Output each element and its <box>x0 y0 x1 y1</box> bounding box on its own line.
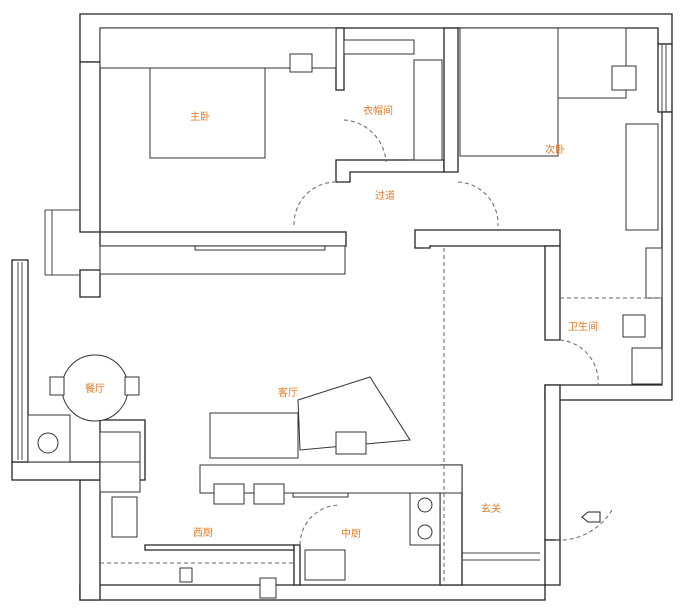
windows <box>17 44 667 561</box>
sofa-section <box>297 376 411 451</box>
entrance-arrow-icon <box>581 511 601 523</box>
walls <box>11 13 673 601</box>
room-label-chinese-kitchen: 中厨 <box>341 529 361 540</box>
door-swings <box>100 119 662 585</box>
room-label-walk-in-closet: 衣帽间 <box>363 106 393 117</box>
room-label-western-kitchen: 西厨 <box>193 528 213 539</box>
furniture <box>27 27 663 599</box>
desk-chair <box>289 53 313 73</box>
room-label-entrance: 玄关 <box>481 504 501 515</box>
room-label-corridor: 过道 <box>375 191 395 202</box>
room-label-master-bedroom: 主卧 <box>190 112 210 123</box>
sink <box>111 496 138 538</box>
room-label-living-room: 客厅 <box>278 388 298 399</box>
room-label-dining-room: 餐厅 <box>85 384 105 395</box>
second-bed <box>459 27 559 157</box>
room-label-second-bedroom: 次卧 <box>545 145 565 156</box>
sofa <box>209 412 299 459</box>
kitchen-sink <box>304 549 346 581</box>
room-label-bathroom: 卫生间 <box>568 322 598 333</box>
